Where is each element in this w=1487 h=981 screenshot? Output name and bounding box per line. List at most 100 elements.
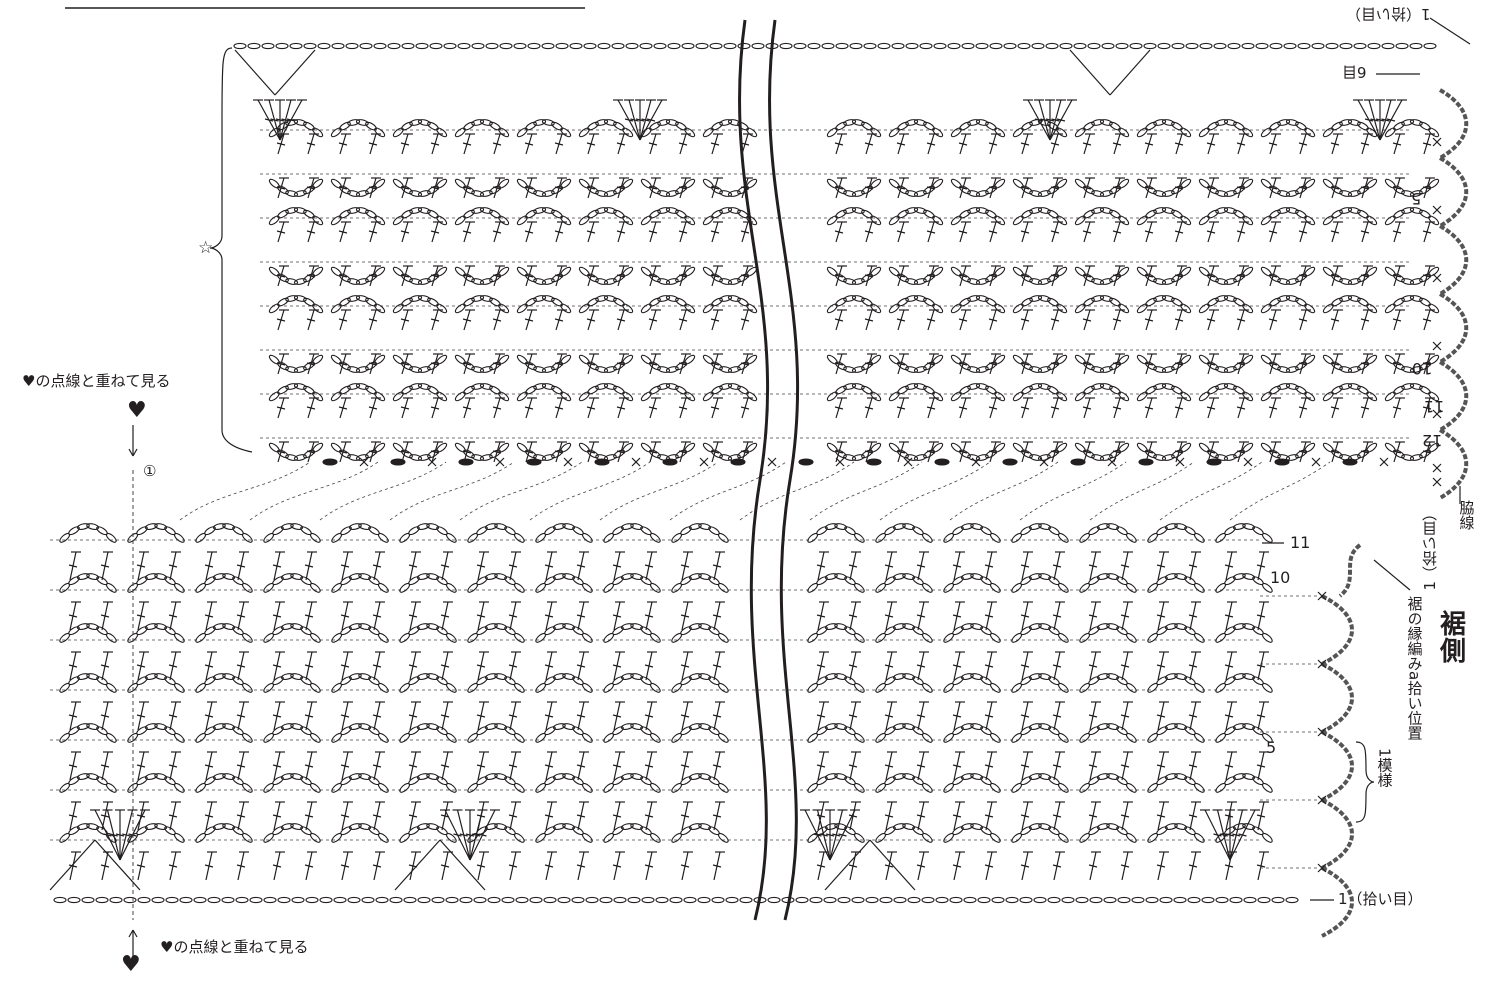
chain-stitch (408, 576, 420, 586)
chain-stitch (730, 458, 746, 466)
chain-stitch (309, 532, 321, 543)
chain-stitch (793, 42, 807, 50)
chain-stitch (884, 776, 896, 786)
chain-stitch (675, 297, 687, 307)
chain-stitch (1145, 449, 1157, 459)
chain-stitch (1215, 896, 1229, 904)
chain-stitch (1207, 449, 1219, 459)
chain-stitch (1269, 361, 1281, 371)
chain-stitch (339, 209, 351, 219)
chain-stitch (498, 354, 510, 365)
chain-stitch (1088, 776, 1100, 786)
chain-stitch (1409, 190, 1423, 197)
chain-stitch (905, 119, 919, 126)
chain-stitch (562, 773, 576, 780)
chain-stitch (816, 776, 828, 786)
chain-stitch (888, 303, 900, 314)
chain-stitch (1213, 42, 1227, 50)
chain-stitch (1224, 526, 1236, 536)
chain-stitch (959, 297, 971, 307)
chain-stitch (86, 673, 100, 680)
chain-stitch (824, 723, 838, 730)
chain-stitch (105, 582, 117, 593)
chain-stitch (719, 278, 733, 285)
chain-stitch (401, 185, 413, 195)
chain-stitch (417, 454, 431, 461)
chain-stitch (408, 676, 420, 686)
chain-stitch (1164, 523, 1178, 530)
chain-stitch (207, 896, 221, 904)
chain-stitch (392, 215, 404, 226)
chain-stitch (1311, 42, 1325, 50)
chain-stitch (1277, 383, 1291, 390)
chain-stitch (1088, 576, 1100, 586)
chain-stitch (463, 121, 475, 131)
dc-stitch (49, 839, 96, 891)
chain-stitch (1020, 726, 1032, 736)
chain-stitch (835, 185, 847, 195)
chain-stitch (204, 676, 216, 686)
chain-stitch (649, 532, 661, 543)
chain-stitch (835, 297, 847, 307)
chain-stitch (1339, 295, 1353, 302)
joining-line (1089, 461, 1195, 521)
chain-stitch (277, 121, 289, 131)
chain-stitch (727, 190, 741, 197)
chain-stitch (485, 42, 499, 50)
chain-stitch (427, 209, 439, 219)
chain-stitch (347, 278, 361, 285)
chain-stitch (597, 42, 611, 50)
chain-stitch (68, 626, 80, 636)
chain-stitch (665, 366, 679, 373)
chain-stitch (1242, 354, 1254, 365)
chain-stitch (807, 42, 821, 50)
chain-stitch (798, 458, 814, 466)
chain-stitch (1019, 896, 1033, 904)
chain-stitch (541, 366, 555, 373)
chain-stitch (680, 576, 692, 586)
chain-stitch (620, 723, 634, 730)
chain-stitch (622, 178, 634, 189)
chain-stitch (1277, 366, 1291, 373)
chain-stitch (377, 832, 389, 843)
chain-stitch (595, 119, 609, 126)
dc-stitch (234, 49, 276, 96)
joining-line (179, 461, 311, 521)
chain-stitch (1021, 385, 1033, 395)
chain-stitch (377, 582, 389, 593)
chain-stitch (603, 366, 617, 373)
chain-stitch (1393, 361, 1405, 371)
chain-stitch (401, 449, 413, 459)
chain-stitch (1073, 42, 1087, 50)
chain-stitch (884, 576, 896, 586)
chain-stitch (960, 623, 974, 630)
chain-stitch (653, 42, 667, 50)
chain-stitch (222, 673, 236, 680)
chain-stitch (1145, 273, 1157, 283)
chain-stitch (824, 823, 838, 830)
row-number-top-10: 10 (1412, 359, 1433, 378)
chain-stitch (892, 573, 906, 580)
chain-stitch (144, 773, 158, 780)
chain-stitch (919, 42, 933, 50)
chain-stitch (390, 458, 406, 466)
chain-stitch (525, 385, 537, 395)
chain-stitch (665, 278, 679, 285)
chain-stitch (834, 673, 848, 680)
chain-stitch (1261, 532, 1273, 543)
chain-stitch (154, 573, 168, 580)
chain-stitch (767, 896, 781, 904)
chain-stitch (684, 266, 696, 277)
chain-stitch (541, 190, 555, 197)
chain-stitch (516, 391, 528, 402)
chain-stitch (1021, 185, 1033, 195)
chain-stitch (680, 676, 692, 686)
joining-line (949, 461, 1059, 521)
chain-stitch (293, 278, 307, 285)
chain-stitch (952, 826, 964, 836)
chain-stitch (1029, 366, 1043, 373)
chain-stitch (445, 532, 457, 543)
chain-stitch (105, 682, 117, 693)
chain-stitch (1285, 278, 1299, 285)
chain-stitch (727, 207, 741, 214)
